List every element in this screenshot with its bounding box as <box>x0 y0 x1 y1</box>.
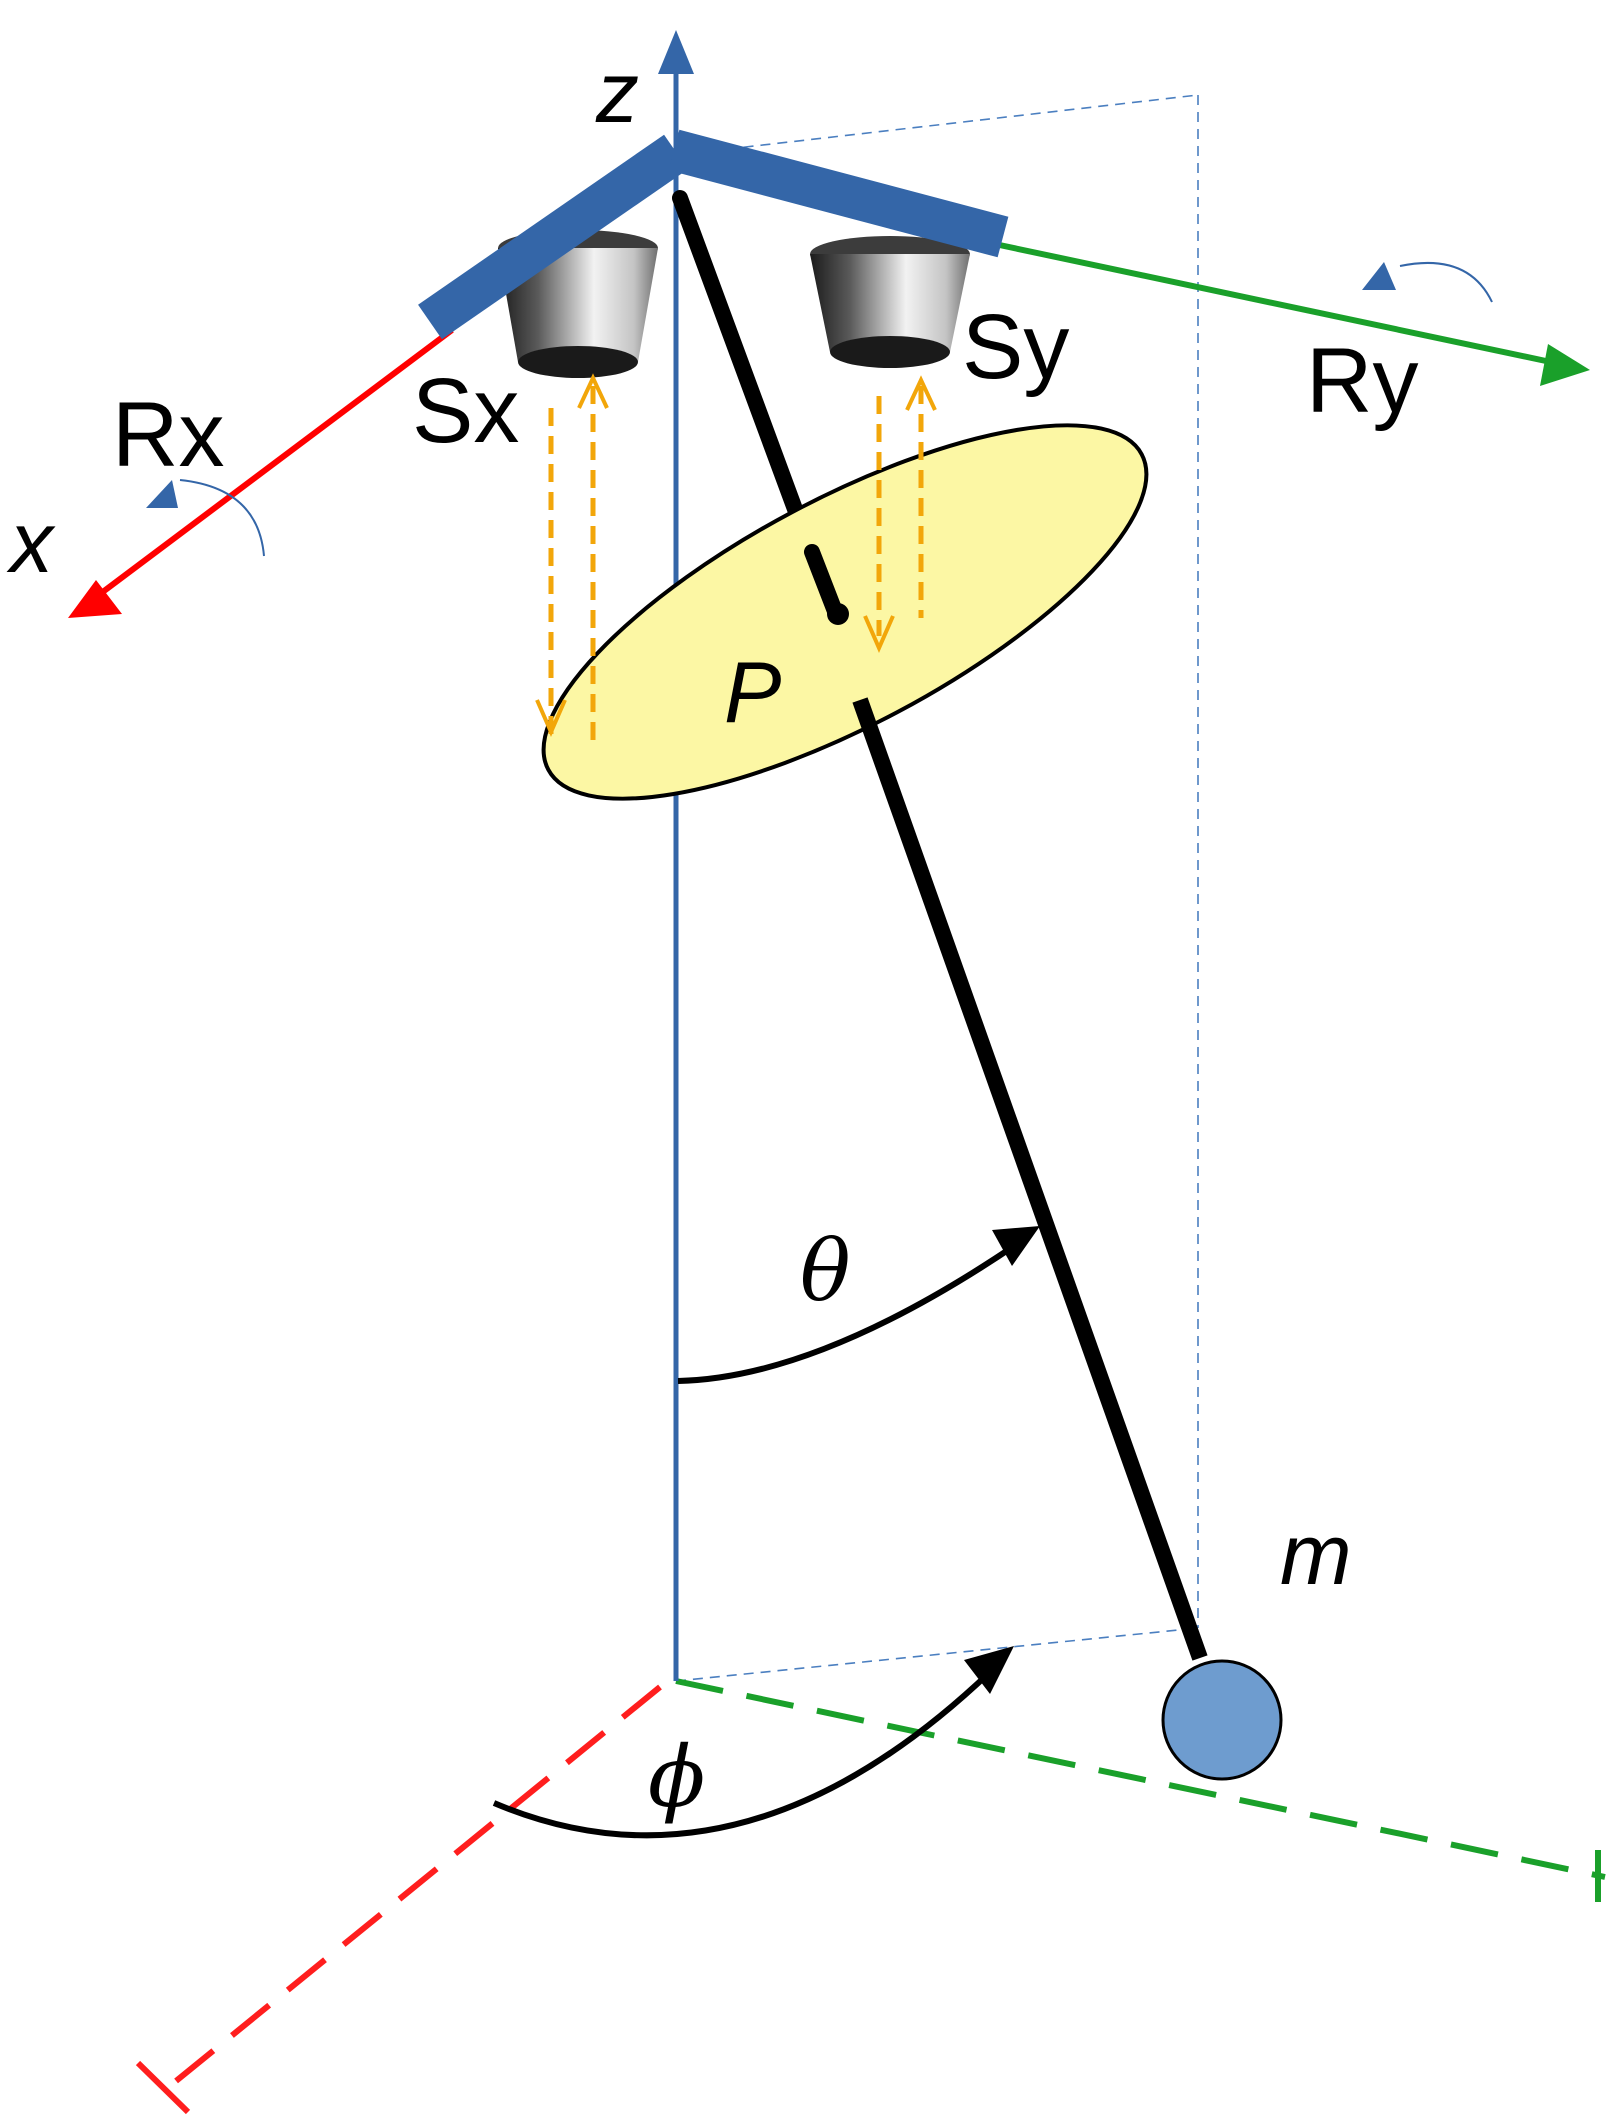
y-ground-dashed-line <box>675 1678 1606 1880</box>
rotation-x-indicator <box>146 479 265 557</box>
lower-rod <box>852 697 1208 1661</box>
z-axis-arrowhead <box>658 30 694 74</box>
phi-angle-arc <box>492 1646 1014 1839</box>
x-axis-label: x <box>6 495 56 591</box>
curved-rotation-arrow-icon <box>179 479 265 557</box>
rx-label: Rx <box>112 384 224 486</box>
rotation-x-arrowhead <box>146 480 178 508</box>
x-ground-end-tick <box>135 2060 191 2115</box>
x-axis-arrowhead <box>68 580 122 618</box>
x-ground-dashed-line <box>163 1684 662 2093</box>
upper-rod-tip <box>804 544 844 622</box>
laser-arrowheads <box>535 373 937 737</box>
projection-plane <box>675 94 1199 1682</box>
ry-label: Ry <box>1306 330 1418 432</box>
y-axis-arrowhead <box>1540 344 1590 386</box>
z-axis-label: z <box>595 45 639 141</box>
support-frame <box>418 129 1009 340</box>
rotation-y-arrowhead <box>1362 262 1396 290</box>
cylinder-sensor-icon <box>810 236 970 368</box>
mass-label: m <box>1280 1507 1352 1603</box>
x-axis <box>98 327 454 597</box>
pendulum-mass <box>1161 1659 1283 1781</box>
laser-beams <box>548 386 924 742</box>
phi-label: ϕ <box>648 1728 705 1826</box>
sensor-y <box>810 236 970 368</box>
plate-label: P <box>724 645 781 741</box>
theta-label: θ <box>800 1222 851 1320</box>
rotation-y-indicator <box>1362 262 1493 303</box>
theta-angle-arc <box>677 1226 1040 1384</box>
sy-label: Sy <box>962 296 1069 398</box>
curved-rotation-arrow-icon <box>1399 262 1493 303</box>
y-axis <box>989 240 1561 367</box>
sx-label: Sx <box>412 360 519 462</box>
